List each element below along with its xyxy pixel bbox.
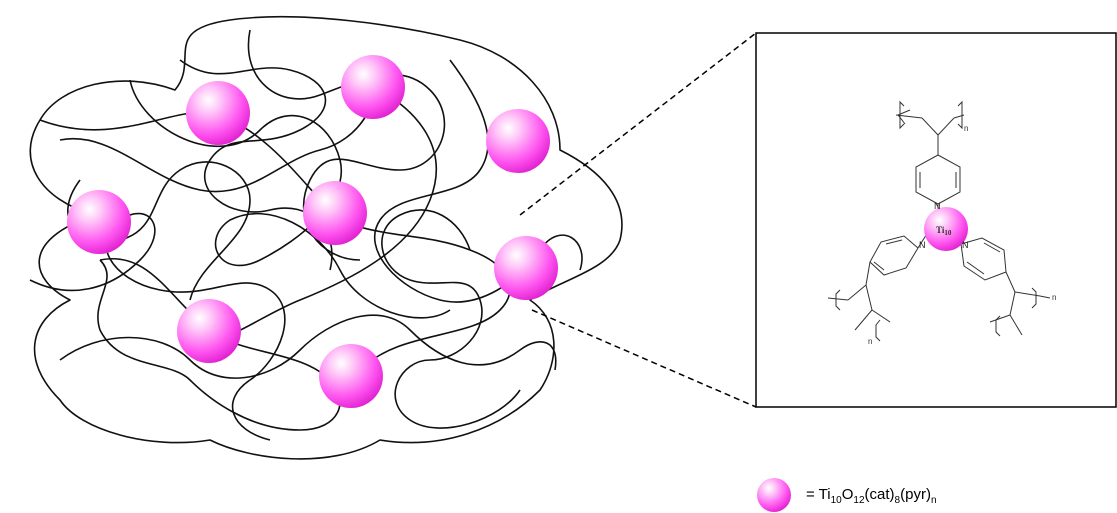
- polymer-chain-7: [247, 29, 446, 261]
- cluster-sphere: [186, 81, 250, 145]
- legend-formula: = Ti10O12(cat)8(pyr)n: [806, 486, 937, 506]
- zoom-line-top: [519, 32, 757, 216]
- ti10-clusters: [67, 55, 558, 408]
- repeat-label-left: n: [868, 337, 872, 346]
- polymer-chain-9: [381, 209, 521, 429]
- cluster-sphere: [67, 190, 131, 254]
- metal-center-label: Ti10: [936, 225, 952, 237]
- cluster-sphere: [494, 236, 558, 300]
- repeat-label-top: n: [964, 124, 968, 133]
- polymer-chain-10: [179, 59, 333, 271]
- cluster-sphere: [486, 109, 550, 173]
- metal-center-sphere: [924, 207, 968, 251]
- legend-sphere: [757, 478, 791, 512]
- cluster-sphere: [341, 55, 405, 119]
- nitrogen-label-left: N: [919, 240, 926, 250]
- nitrogen-label-top: N: [934, 201, 941, 211]
- zoom-line-bottom: [531, 309, 757, 408]
- legend: = Ti10O12(cat)8(pyr)n: [796, 479, 937, 513]
- cluster-sphere: [303, 181, 367, 245]
- nitrogen-label-right: N: [962, 240, 969, 250]
- repeat-label-right: n: [1052, 293, 1056, 302]
- cluster-sphere: [319, 344, 383, 408]
- cluster-sphere: [177, 299, 241, 363]
- polymer-chain-outer: [29, 15, 623, 460]
- polymer-chain-8: [29, 212, 286, 441]
- polymer-chain-6: [59, 314, 557, 379]
- polymer-chain-4: [129, 79, 451, 319]
